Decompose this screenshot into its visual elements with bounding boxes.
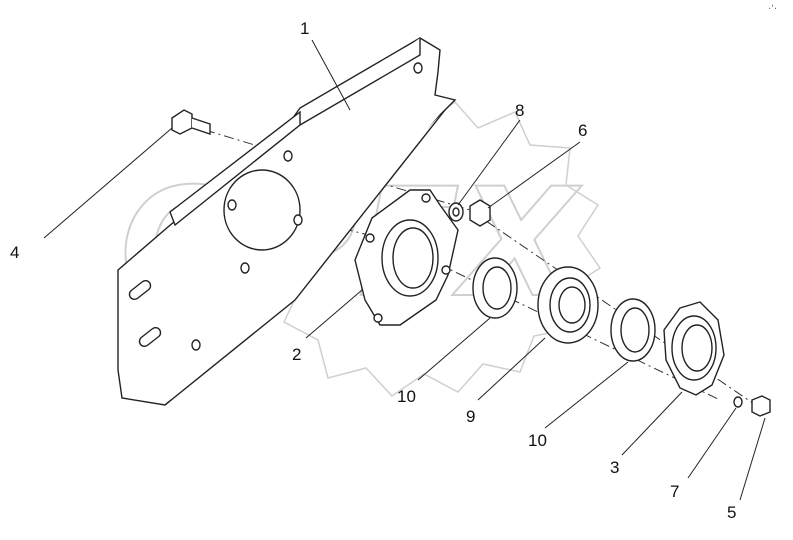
flange-housing-part-2 — [354, 189, 459, 326]
bolt-part-4 — [171, 109, 211, 135]
callout-3: 3 — [610, 458, 619, 477]
callout-10-left: 10 — [397, 387, 416, 406]
callout-5: 5 — [727, 503, 736, 522]
nut-part-6 — [469, 199, 491, 227]
seal-part-10-right — [610, 298, 656, 362]
washer-part-7 — [733, 396, 743, 408]
callout-9: 9 — [466, 407, 475, 426]
seal-part-10-left — [472, 257, 518, 319]
callout-2: 2 — [292, 345, 301, 364]
callout-7: 7 — [670, 482, 679, 501]
callout-10-right: 10 — [528, 431, 547, 450]
callout-1: 1 — [300, 19, 309, 38]
bearing-part-9 — [537, 266, 599, 344]
bracket-plate-part — [117, 37, 457, 406]
leader-lines — [43, 39, 766, 501]
bolt-part-5 — [751, 395, 771, 417]
callout-8: 8 — [515, 101, 524, 120]
cover-part-3 — [663, 301, 725, 396]
callout-4: 4 — [10, 243, 19, 262]
washer-part-8 — [448, 202, 464, 222]
callout-6: 6 — [578, 121, 587, 140]
corner-mark: ·ˈ· — [768, 4, 777, 15]
